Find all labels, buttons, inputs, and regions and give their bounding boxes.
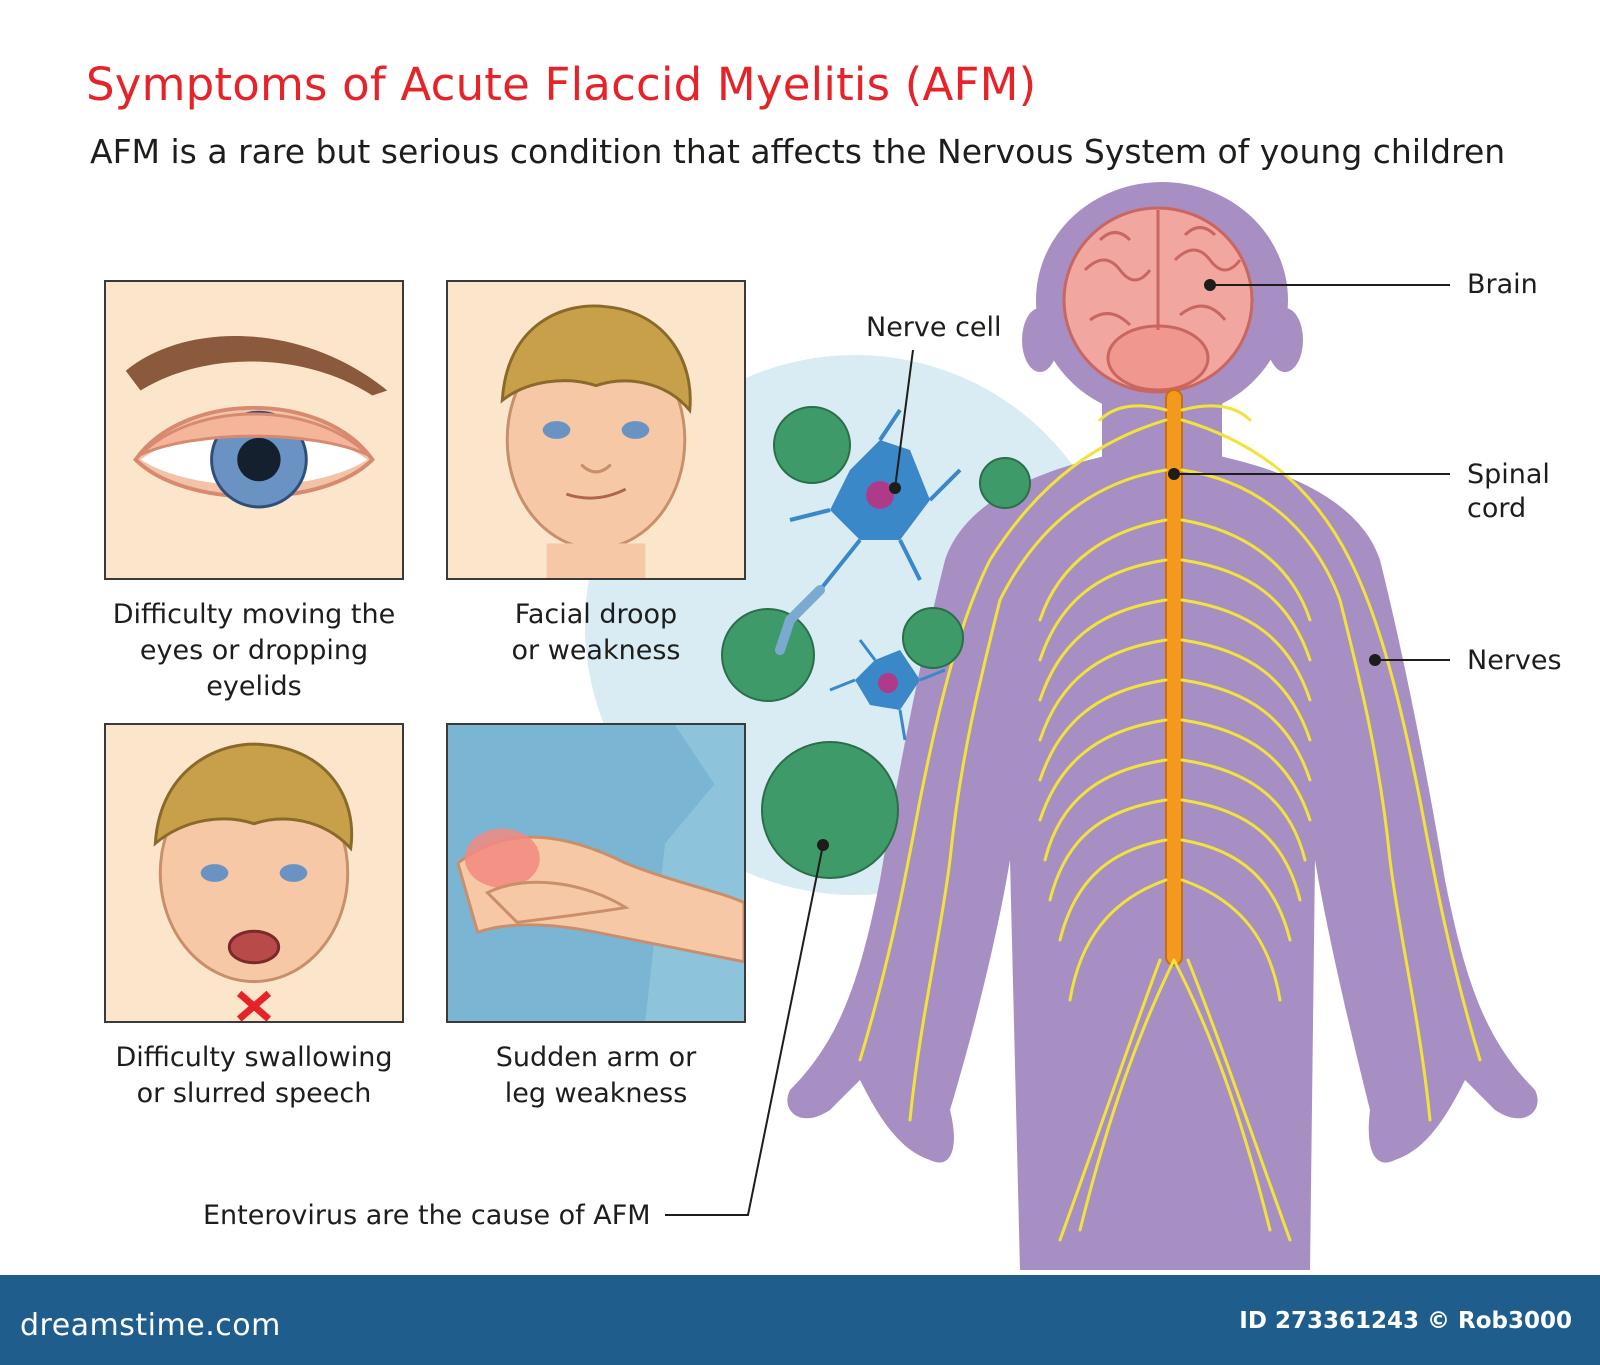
brain-shape [1062, 206, 1254, 394]
symptom-panel-face [446, 280, 746, 580]
facial-droop-icon [500, 304, 692, 578]
label-cause: Enterovirus are the cause of AFM [203, 1200, 651, 1231]
nerve-cells [775, 408, 962, 741]
symptom-caption-swallowing: Difficulty swallowing or slurred speech [84, 1040, 424, 1112]
symptom-caption-face: Facial droop or weakness [426, 597, 766, 669]
swallowing-difficulty-icon [153, 742, 354, 1021]
caption-line: Difficulty moving the [112, 599, 396, 630]
leader-lines [665, 279, 1450, 1216]
footer-image-id: ID 273361243 © Rob3000 [1239, 1308, 1572, 1334]
caption-line: Difficulty swallowing [115, 1042, 393, 1073]
symptom-panel-arm [446, 723, 746, 1023]
label-nerve-cell: Nerve cell [866, 312, 1002, 343]
label-brain: Brain [1467, 269, 1538, 300]
symptom-panel-eyes [104, 280, 404, 580]
caption-line: Facial droop [514, 599, 678, 630]
caption-line: or weakness [511, 635, 681, 666]
symptom-panel-swallowing [104, 723, 404, 1023]
arm-weakness-icon [448, 725, 744, 1021]
page-subtitle: AFM is a rare but serious condition that… [90, 132, 1506, 171]
caption-line: leg weakness [504, 1078, 688, 1109]
nerve-network [858, 404, 1482, 1242]
label-nerves: Nerves [1467, 645, 1562, 676]
symptom-caption-arm: Sudden arm or leg weakness [426, 1040, 766, 1112]
footer-logo: dreamstime.com [20, 1308, 281, 1343]
caption-line: Sudden arm or [495, 1042, 697, 1073]
spinal-cord-shape [1165, 389, 1183, 966]
page-title: Symptoms of Acute Flaccid Myelitis (AFM) [86, 58, 1037, 111]
label-spinal-cord-line1: Spinal [1467, 459, 1550, 490]
label-spinal-cord-line2: cord [1467, 493, 1527, 524]
caption-line: eyes or dropping [139, 635, 369, 666]
footer-bar [0, 1275, 1600, 1365]
caption-line: eyelids [206, 671, 302, 702]
eye-drooping-icon [125, 335, 388, 509]
symptom-caption-eyes: Difficulty moving the eyes or dropping e… [84, 597, 424, 705]
caption-line: or slurred speech [136, 1078, 372, 1109]
